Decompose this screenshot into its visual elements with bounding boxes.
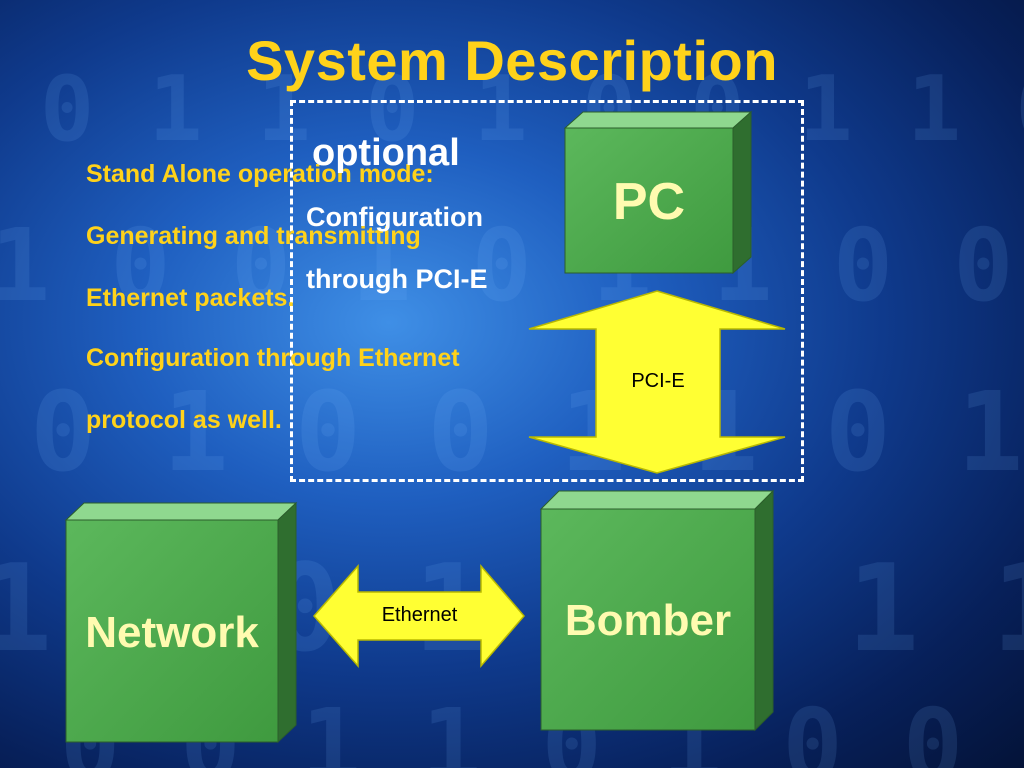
ethernet-double-arrow — [313, 563, 525, 669]
svg-text:1 0 0 1 0 1 1 0 0 1: 1 0 0 1 0 1 1 0 0 1 — [0, 207, 1024, 324]
optional-label: optional — [312, 132, 460, 174]
svg-text:0 1 1 0 1 0 0 1 1 0: 0 1 1 0 1 0 0 1 1 0 — [40, 57, 1024, 162]
pc-block — [563, 110, 753, 275]
network-block — [64, 501, 298, 744]
pcie-double-arrow — [528, 290, 786, 474]
bomber-block — [539, 489, 775, 732]
bullet-line-5: protocol as well. — [86, 406, 282, 434]
optional-config-line-2: through PCI-E — [306, 264, 488, 294]
bomber-label: Bomber — [564, 596, 732, 645]
svg-text:0 1 0 0 1 1 0 1 0 1: 0 1 0 0 1 1 0 1 0 1 — [30, 368, 1024, 496]
optional-dashed-region — [290, 100, 804, 482]
network-label: Network — [85, 608, 259, 657]
bullet-line-1: Stand Alone operation mode: — [86, 160, 434, 188]
pc-label: PC — [612, 173, 686, 231]
ethernet-label: Ethernet — [381, 604, 458, 626]
bullet-line-4: Configuration through Ethernet — [86, 344, 460, 372]
slide-title: System Description — [246, 29, 778, 92]
bullet-line-2: Generating and transmitting — [86, 222, 421, 250]
bullet-line-3: Ethernet packets. — [86, 284, 295, 312]
pcie-label: PCI-E — [631, 370, 685, 392]
optional-config-line-1: Configuration — [306, 202, 483, 232]
